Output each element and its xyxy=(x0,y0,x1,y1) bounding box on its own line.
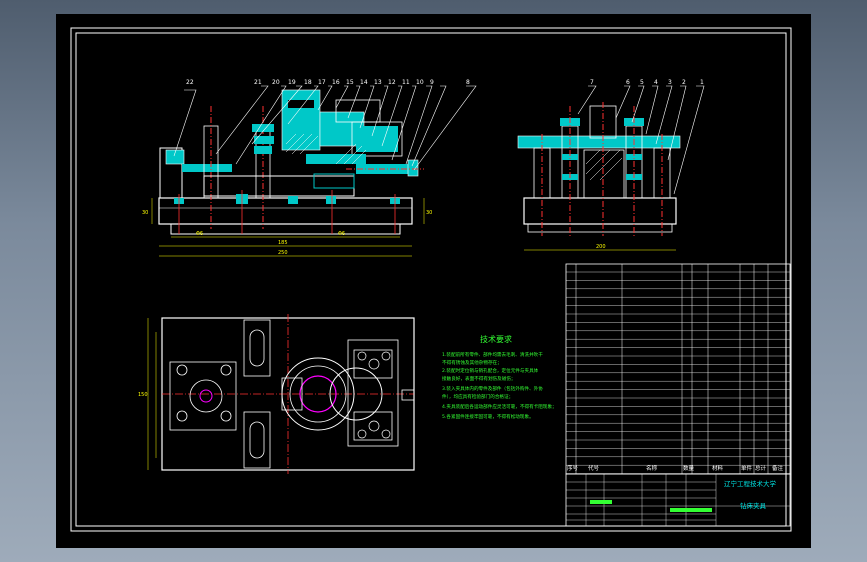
svg-text:Φ6: Φ6 xyxy=(338,231,345,237)
drawing-name: 钻床夹具 xyxy=(740,501,767,510)
svg-text:3: 3 xyxy=(668,79,672,86)
top-view[interactable]: 150 xyxy=(138,314,415,474)
tech-requirements: 技术要求 1.装配前所有零件、部件均需去毛刺、清洗并吹干 不得有锈蚀及其他杂物存… xyxy=(442,334,557,420)
svg-text:4: 4 xyxy=(654,79,658,86)
svg-text:10: 10 xyxy=(416,79,424,86)
svg-text:150: 150 xyxy=(138,392,148,398)
bom-header-cell: 总计 xyxy=(755,464,767,472)
svg-text:13: 13 xyxy=(374,79,382,86)
svg-text:7: 7 xyxy=(590,79,594,86)
svg-text:15: 15 xyxy=(346,79,354,86)
tech-line: 件），均应具有检验部门的合格证； xyxy=(442,393,513,400)
tech-line: 1.装配前所有零件、部件均需去毛刺、清洗并吹干 xyxy=(442,351,543,358)
svg-text:6: 6 xyxy=(626,79,630,86)
bom-header-cell: 材料 xyxy=(712,464,724,472)
svg-text:9: 9 xyxy=(430,79,434,86)
bom-header-cell: 代号 xyxy=(588,464,600,472)
front-view[interactable]: 22 21 20 19 18 17 16 15 14 13 12 11 10 9 8 185 250 Φ… xyxy=(142,79,477,257)
svg-text:19: 19 xyxy=(288,79,296,86)
svg-text:5: 5 xyxy=(640,79,644,86)
side-view[interactable]: 7 6 5 4 3 2 1 200 xyxy=(517,79,705,251)
svg-text:Φ6: Φ6 xyxy=(196,231,203,237)
tech-line: 2.装配时定位销与销孔配合，定位元件与夹具体 xyxy=(442,367,539,374)
school-name: 辽宁工程技术大学 xyxy=(724,479,777,488)
bom-header-cell: 序号 xyxy=(567,464,579,472)
tech-line: 3.装入夹具体内的零件及部件（包括外购件、外协 xyxy=(442,385,543,392)
svg-text:22: 22 xyxy=(186,79,194,86)
tech-line: 5.各紧固件连接牢固可靠，不得有松动现象。 xyxy=(442,413,534,420)
bom-header-cell: 备注 xyxy=(772,464,784,472)
title-block: 辽宁工程技术大学 钻床夹具 xyxy=(565,473,791,527)
tech-line: 4.夹具装配后各运动部件应灵活可靠，不得有卡阻现象； xyxy=(442,403,557,410)
svg-text:1: 1 xyxy=(700,79,704,86)
bom-header-cell: 数量 xyxy=(683,464,695,472)
svg-text:8: 8 xyxy=(466,79,470,86)
svg-text:17: 17 xyxy=(318,79,326,86)
bom-header-cell: 名称 xyxy=(646,464,658,472)
sheet-inner-border xyxy=(75,32,787,527)
svg-text:20: 20 xyxy=(272,79,280,86)
svg-text:14: 14 xyxy=(360,79,368,86)
svg-text:21: 21 xyxy=(254,79,262,86)
svg-text:30: 30 xyxy=(426,210,432,216)
svg-text:11: 11 xyxy=(402,79,410,86)
sheet-outer-border xyxy=(70,27,792,532)
svg-text:200: 200 xyxy=(596,244,606,250)
svg-text:2: 2 xyxy=(682,79,686,86)
svg-text:16: 16 xyxy=(332,79,340,86)
svg-text:185: 185 xyxy=(278,240,288,246)
svg-text:12: 12 xyxy=(388,79,396,86)
svg-text:30: 30 xyxy=(142,210,148,216)
tech-line: 接触良好，表面不得有划伤及碰伤； xyxy=(442,375,516,382)
tech-line: 不得有锈蚀及其他杂物存在； xyxy=(442,359,502,366)
bom-header-cell: 单件 xyxy=(741,464,753,472)
tech-requirements-title: 技术要求 xyxy=(480,334,512,344)
bom-table: 序号 代号 名称 数量 材料 单件 总计 备注 xyxy=(565,263,791,475)
svg-text:18: 18 xyxy=(304,79,312,86)
svg-text:250: 250 xyxy=(278,250,288,256)
